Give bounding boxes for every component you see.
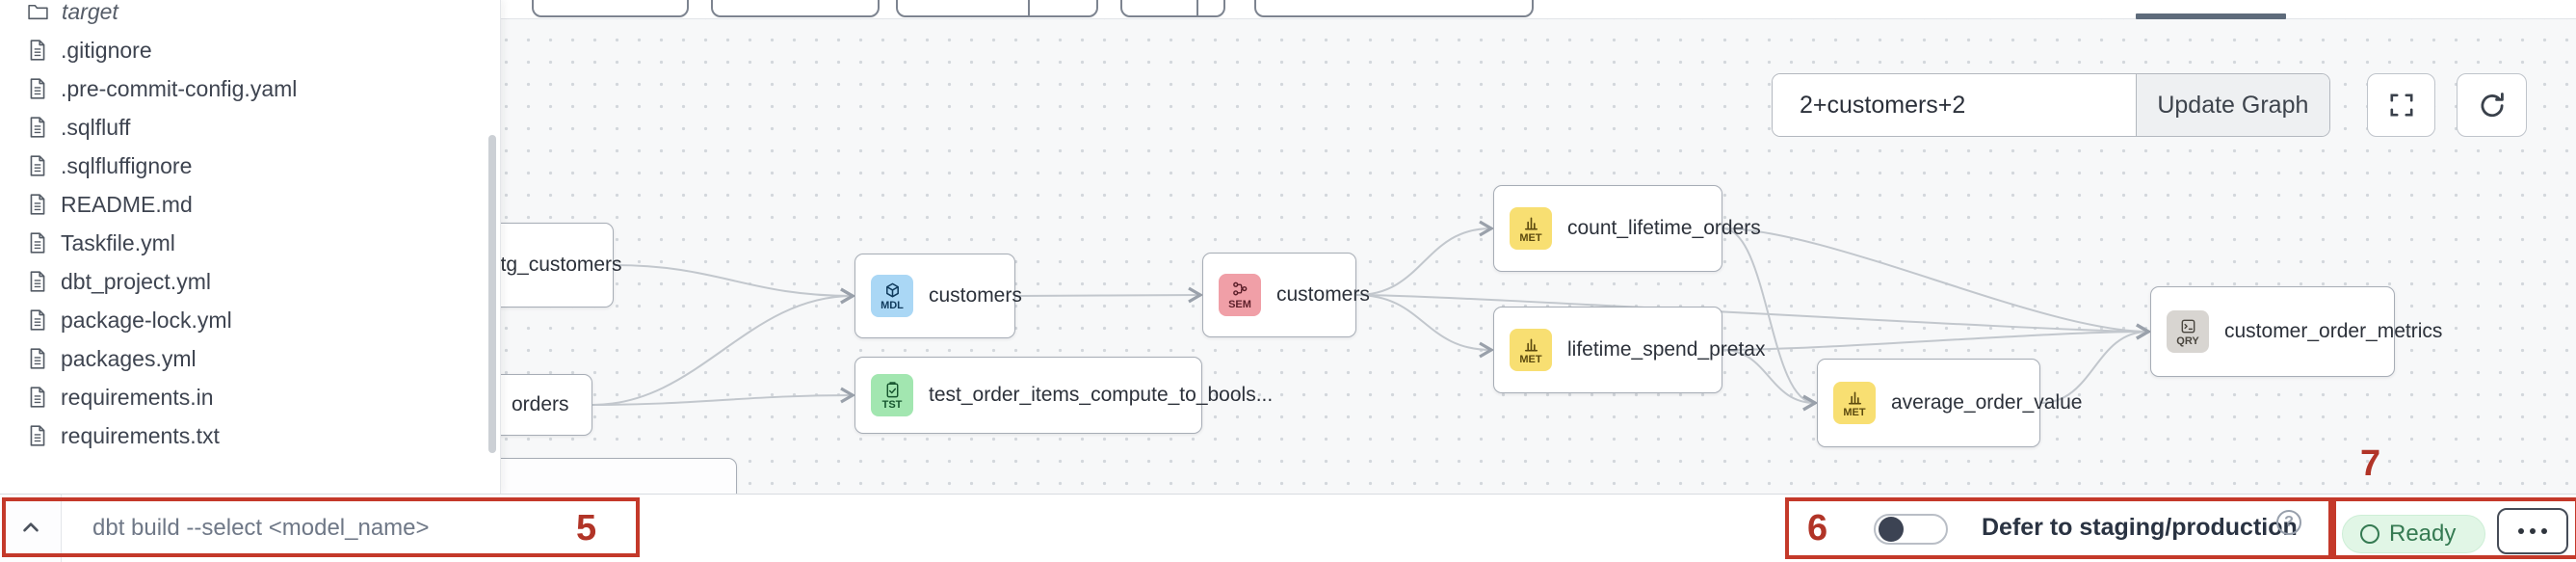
met-icon: MET — [1833, 382, 1876, 424]
file-name: dbt_project.yml — [61, 268, 211, 294]
file-item-requirements-txt[interactable]: requirements.txt — [0, 416, 500, 455]
file-icon — [27, 231, 48, 254]
more-options-button[interactable] — [2497, 508, 2568, 554]
refresh-button[interactable] — [2457, 73, 2527, 137]
file-item-package-lock-yml[interactable]: package-lock.yml — [0, 301, 500, 339]
refresh-icon — [2477, 90, 2508, 120]
node-label: lifetime_spend_pretax — [1567, 338, 1766, 361]
defer-toggle[interactable] — [1874, 514, 1948, 545]
node-label: customers — [929, 284, 1022, 307]
file-name: Taskfile.yml — [61, 229, 175, 255]
file-icon — [27, 154, 48, 177]
file-item-target[interactable]: target — [0, 0, 500, 31]
toggle-knob — [1879, 517, 1904, 542]
update-graph-button[interactable]: Update Graph — [2135, 74, 2329, 136]
file-name: .pre-commit-config.yaml — [61, 75, 298, 101]
top-toolbar-strip — [0, 0, 2576, 19]
folder-icon — [27, 1, 49, 22]
file-icon — [27, 270, 48, 293]
node-label: customers — [1276, 283, 1370, 306]
file-icon — [27, 347, 48, 370]
file-name: .sqlfluffignore — [61, 152, 193, 178]
node-label: test_order_items_compute_to_bools... — [929, 384, 1274, 406]
fullscreen-button[interactable] — [2367, 73, 2435, 137]
toolbar-button-fragment-2[interactable] — [711, 0, 880, 17]
file-item-dbt-project-yml[interactable]: dbt_project.yml — [0, 262, 500, 301]
file-item-packages-yml[interactable]: packages.yml — [0, 339, 500, 378]
graph-node-count-lifetime-orders[interactable]: MET count_lifetime_orders — [1493, 185, 1761, 272]
node-label: orders — [512, 393, 569, 415]
file-icon — [27, 386, 48, 409]
sem-icon: SEM — [1219, 274, 1261, 316]
toolbar-button-fragment-5[interactable] — [1254, 0, 1534, 17]
active-tab-indicator — [2136, 13, 2286, 19]
file-item-requirements-in[interactable]: requirements.in — [0, 378, 500, 416]
file-icon — [27, 193, 48, 216]
node-label: customer_order_metrics — [2224, 320, 2443, 342]
file-name: requirements.txt — [61, 422, 220, 448]
defer-label: Defer to staging/production — [1982, 513, 2298, 541]
command-input[interactable] — [92, 495, 593, 562]
graph-node-customers[interactable]: MDL customers — [854, 254, 1022, 338]
node-label: stg_customers — [490, 254, 622, 276]
graph-node-test-order-items-compute-to-bools-[interactable]: TST test_order_items_compute_to_bools... — [854, 357, 1273, 434]
help-icon[interactable]: ? — [2276, 510, 2301, 535]
chevron-up-icon — [18, 516, 43, 541]
file-item-readme-md[interactable]: README.md — [0, 185, 500, 224]
file-icon — [27, 116, 48, 139]
file-icon — [27, 77, 48, 100]
file-name: requirements.in — [61, 384, 214, 410]
qry-icon: QRY — [2167, 310, 2209, 353]
mdl-icon: MDL — [871, 275, 913, 317]
file-item--pre-commit-config-yaml[interactable]: .pre-commit-config.yaml — [0, 69, 500, 108]
met-icon: MET — [1510, 207, 1552, 250]
ellipsis-icon — [2518, 528, 2547, 534]
file-name: package-lock.yml — [61, 307, 232, 333]
node-label: count_lifetime_orders — [1567, 217, 1761, 239]
file-name: .gitignore — [61, 37, 152, 63]
node-label: average_order_value — [1891, 391, 2083, 414]
toolbar-button-fragment-1[interactable] — [532, 0, 689, 17]
toolbar-button-fragment-3[interactable] — [896, 0, 1098, 17]
file-item-taskfile-yml[interactable]: Taskfile.yml — [0, 224, 500, 262]
button-group-divider — [1196, 0, 1198, 15]
file-name: target — [62, 0, 118, 24]
file-panel-scrollbar[interactable] — [488, 135, 496, 453]
file-icon — [27, 39, 48, 62]
file-item--gitignore[interactable]: .gitignore — [0, 31, 500, 69]
file-icon — [27, 308, 48, 332]
status-circle-icon — [2360, 524, 2379, 544]
status-bar — [0, 494, 2576, 562]
file-item--sqlfluffignore[interactable]: .sqlfluffignore — [0, 147, 500, 185]
file-explorer-panel: target .gitignore .pre-commit-config.yaml.… — [0, 0, 501, 494]
command-bar-expand-button[interactable] — [0, 495, 62, 562]
met-icon: MET — [1510, 329, 1552, 371]
file-name: README.md — [61, 191, 193, 217]
file-icon — [27, 424, 48, 447]
toolbar-button-fragment-4[interactable] — [1120, 0, 1225, 17]
graph-node-lifetime-spend-pretax[interactable]: MET lifetime_spend_pretax — [1493, 307, 1765, 393]
file-name: .sqlfluff — [61, 114, 131, 140]
file-item--sqlfluff[interactable]: .sqlfluff — [0, 108, 500, 147]
graph-node-average-order-value[interactable]: MET average_order_value — [1817, 359, 2082, 447]
ready-status-label: Ready — [2389, 521, 2457, 547]
graph-selector-cluster: Update Graph — [1772, 73, 2330, 137]
ready-status-button[interactable]: Ready — [2342, 515, 2485, 553]
tst-icon: TST — [871, 374, 913, 416]
fullscreen-icon — [2387, 91, 2416, 120]
graph-node-customer-order-metrics[interactable]: QRY customer_order_metrics — [2150, 286, 2442, 377]
graph-node-customers[interactable]: SEM customers — [1202, 253, 1370, 337]
button-group-divider — [1028, 0, 1030, 15]
selector-input[interactable] — [1773, 74, 2136, 136]
file-name: packages.yml — [61, 345, 197, 371]
